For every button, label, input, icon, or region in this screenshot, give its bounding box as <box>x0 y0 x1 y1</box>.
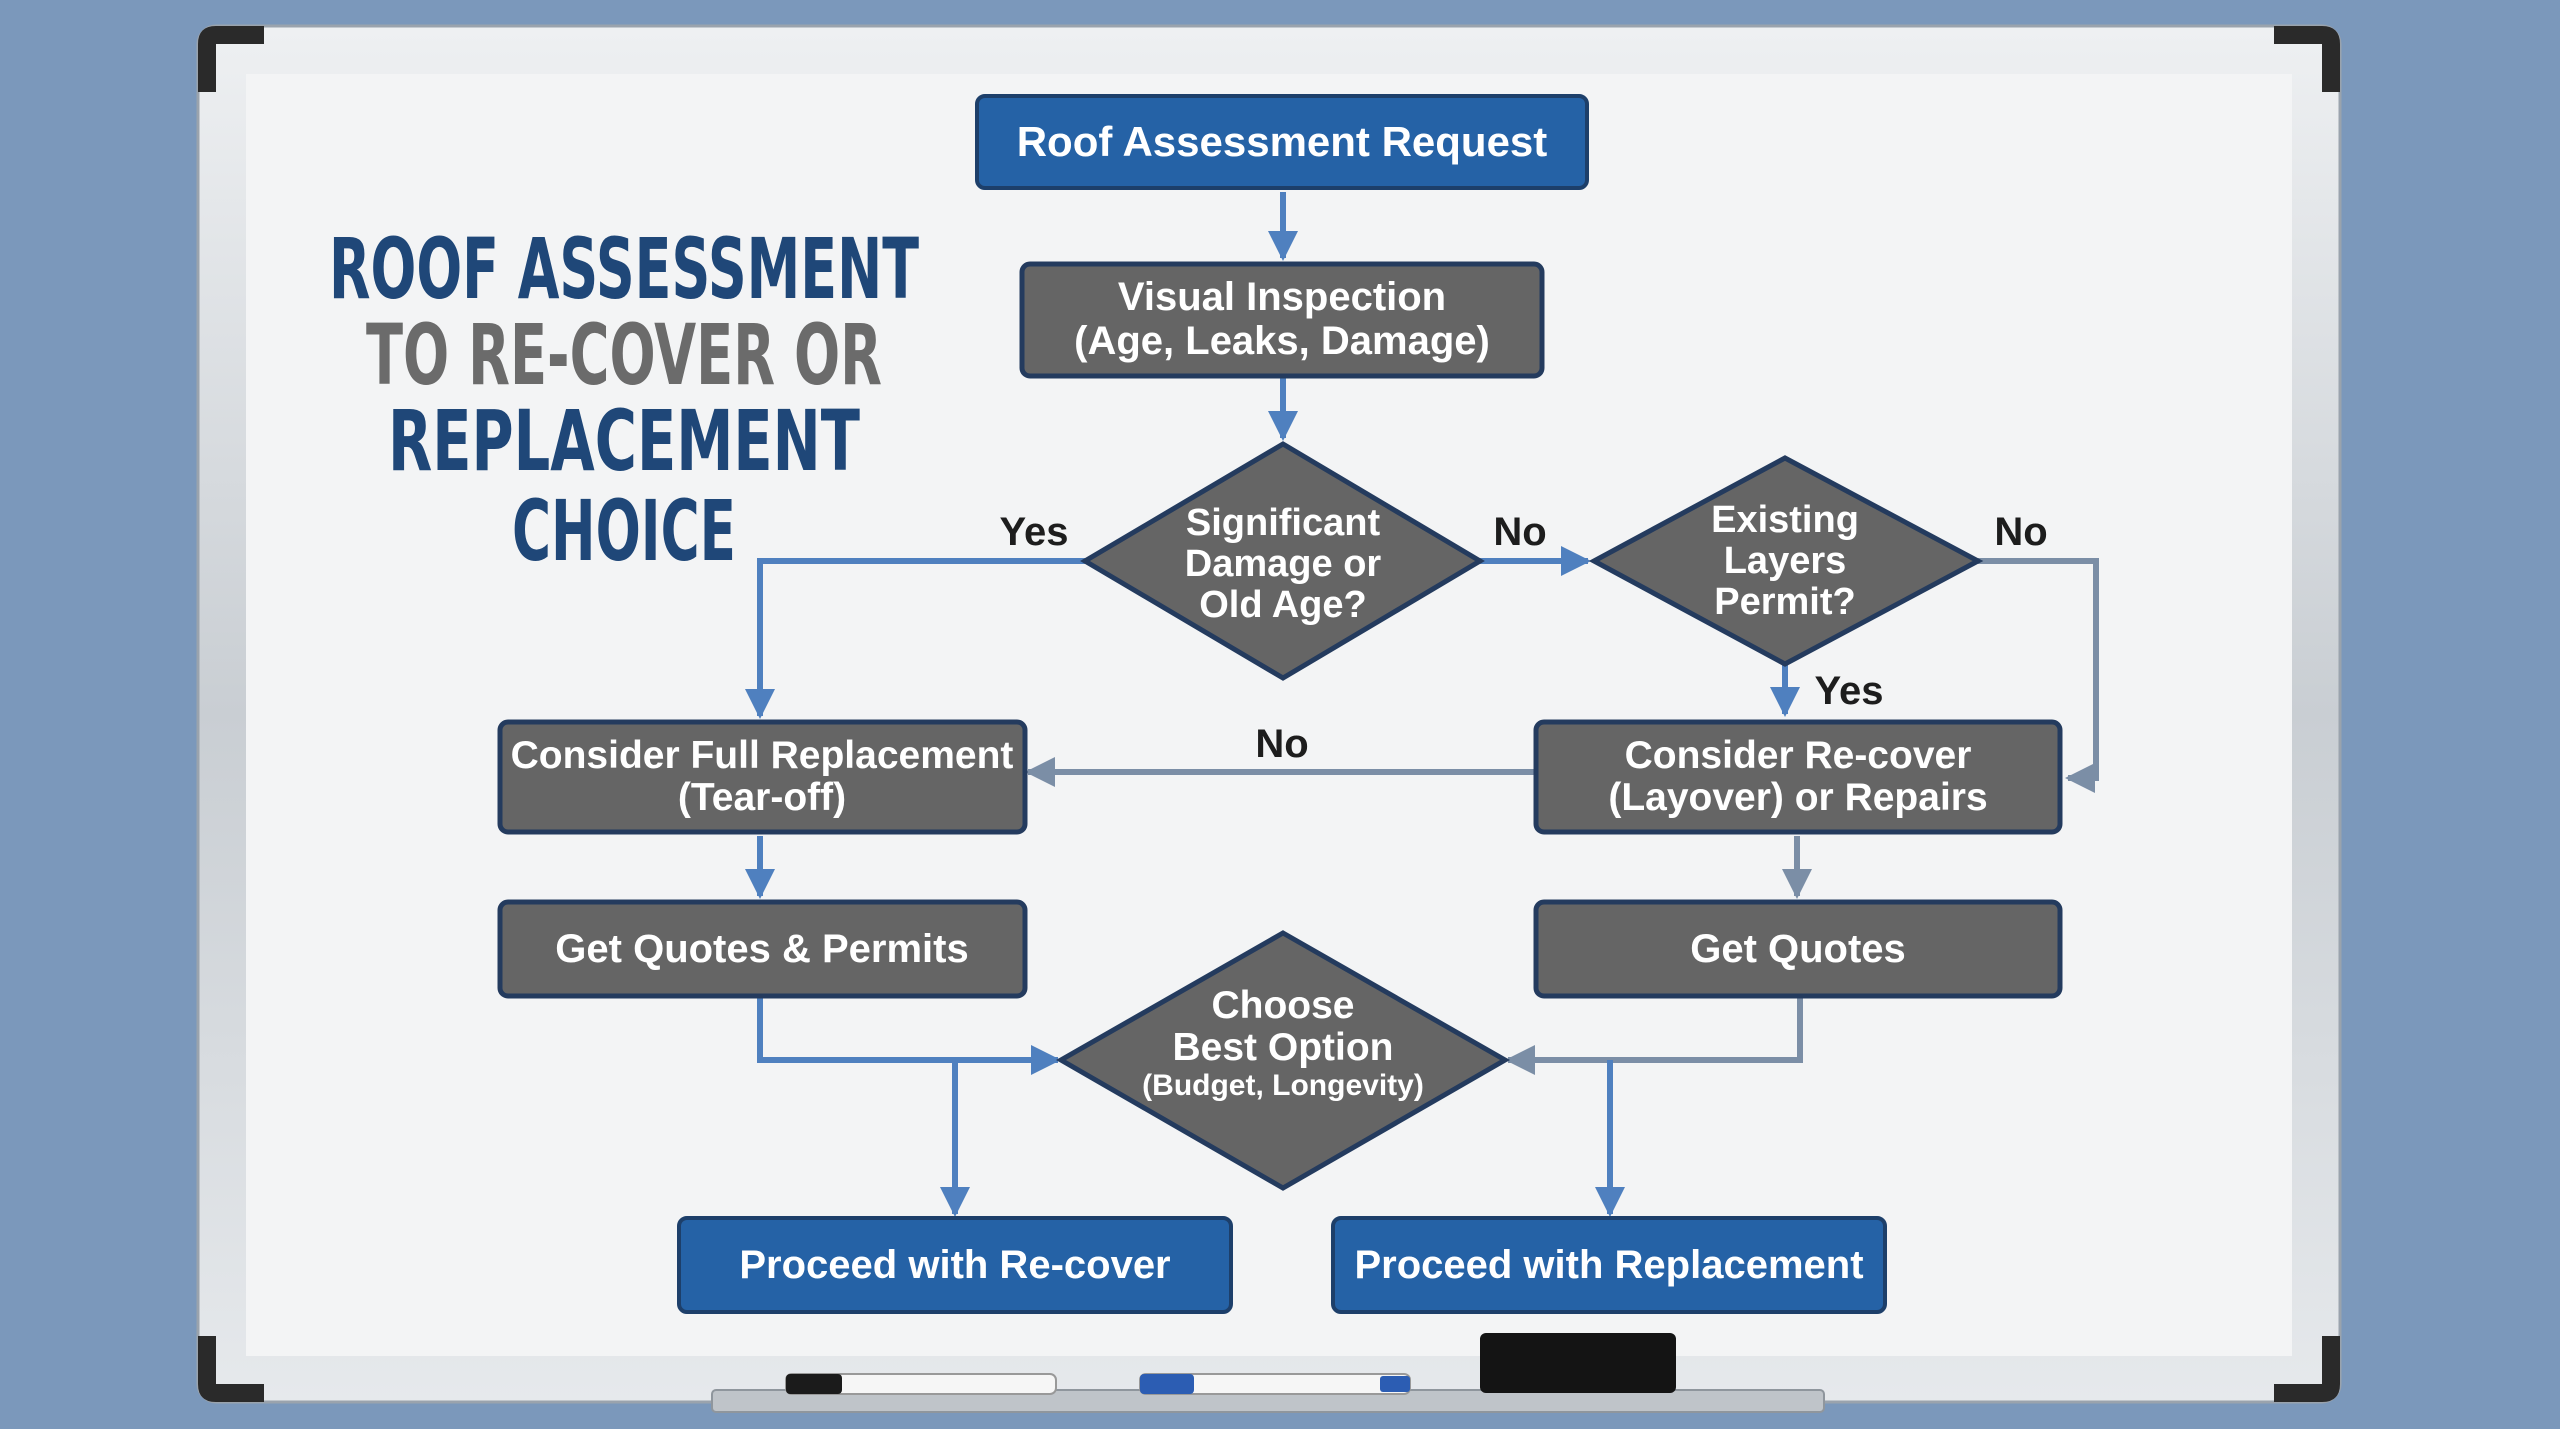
node-consider-recover: Consider Re-cover (Layover) or Repairs <box>1533 719 2063 835</box>
corner-cap-bl <box>198 1336 264 1402</box>
node-label-line-1: Visual Inspection <box>1118 275 1446 319</box>
title-line-3: REPLACEMENT <box>388 392 860 490</box>
decision-label-line-2: Damage or <box>1185 543 1382 585</box>
arrow-quotes-permits-to-choose <box>757 998 1061 1075</box>
decision-label-line-3: Permit? <box>1714 581 1855 623</box>
label-recover-no: No <box>1255 722 1308 766</box>
node-label-line-1: Consider Full Replacement <box>511 734 1014 777</box>
decision-label-line-1: Existing <box>1711 499 1859 541</box>
corner-cap-tr <box>2274 26 2340 92</box>
node-label: Proceed with Re-cover <box>739 1243 1170 1287</box>
decision-label-line-2: Layers <box>1724 540 1847 582</box>
node-label-line-2: (Tear-off) <box>678 776 846 819</box>
node-label: Get Quotes <box>1690 927 1906 971</box>
node-get-quotes: Get Quotes <box>1533 899 2063 999</box>
label-layers-yes: Yes <box>1815 669 1884 713</box>
label-layers-no: No <box>1994 510 2047 554</box>
decision-label-line-1: Significant <box>1186 502 1381 544</box>
decision-choose-best-option: Choose Best Option (Budget, Longevity) <box>1055 930 1511 1191</box>
decision-label-line-3: (Budget, Longevity) <box>1142 1069 1424 1102</box>
eraser <box>1480 1333 1676 1393</box>
node-label-line-2: (Age, Leaks, Damage) <box>1074 319 1490 363</box>
node-get-quotes-permits: Get Quotes & Permits <box>497 899 1028 999</box>
node-visual-inspection: Visual Inspection (Age, Leaks, Damage) <box>1019 261 1545 379</box>
decision-label-line-2: Best Option <box>1173 1026 1394 1069</box>
node-label: Roof Assessment Request <box>1017 118 1548 165</box>
title-line-4: CHOICE <box>512 482 736 580</box>
node-proceed-recover: Proceed with Re-cover <box>677 1216 1233 1314</box>
node-label: Get Quotes & Permits <box>555 927 968 971</box>
label-damage-yes: Yes <box>1000 510 1069 554</box>
label-damage-no: No <box>1493 510 1546 554</box>
corner-cap-br <box>2274 1336 2340 1402</box>
decision-label-line-3: Old Age? <box>1199 584 1366 626</box>
connectors <box>745 192 2099 1217</box>
node-label-line-1: Consider Re-cover <box>1625 734 1972 777</box>
black-marker <box>785 1373 1057 1395</box>
title-line-1: ROOF ASSESSMENT <box>329 220 919 318</box>
corner-cap-tl <box>198 26 264 92</box>
decision-significant-damage: Significant Damage or Old Age? <box>1080 441 1485 681</box>
blue-marker <box>1139 1373 1411 1395</box>
node-label: Proceed with Replacement <box>1354 1243 1863 1287</box>
arrow-layers-no <box>1978 558 2099 793</box>
arrow-damage-yes <box>745 558 1085 719</box>
title-line-2: TO RE-COVER OR <box>366 306 882 404</box>
diagram-title: ROOF ASSESSMENT TO RE-COVER OR REPLACEME… <box>329 220 919 580</box>
node-label-line-2: (Layover) or Repairs <box>1608 776 1987 819</box>
node-consider-full-replacement: Consider Full Replacement (Tear-off) <box>497 719 1028 835</box>
node-proceed-replacement: Proceed with Replacement <box>1331 1216 1887 1314</box>
decision-existing-layers: Existing Layers Permit? <box>1588 455 1984 667</box>
node-roof-assessment-request: Roof Assessment Request <box>975 94 1589 190</box>
decision-label-line-1: Choose <box>1211 984 1354 1027</box>
arrow-quotes-to-choose <box>1505 998 1803 1075</box>
